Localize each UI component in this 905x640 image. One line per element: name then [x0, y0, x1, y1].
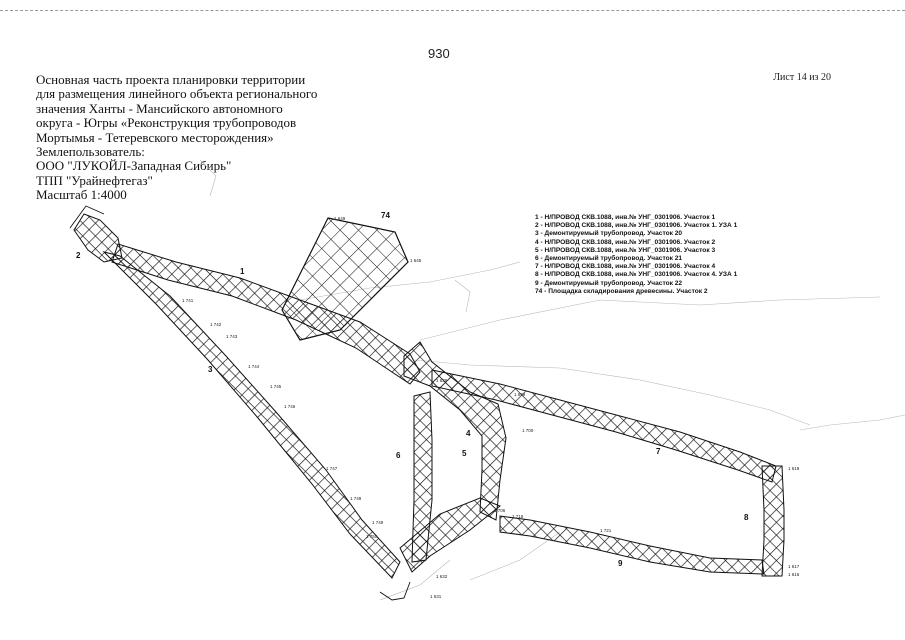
title-line: Мортымья - Тетеревского месторождения»: [36, 129, 274, 145]
point-label: 1 706: [494, 508, 506, 513]
zone-label-2: 2: [76, 251, 81, 260]
map-legend: 1 - Н/ПРОВОД СКВ.1088, инв.№ УНГ_0301906…: [535, 214, 737, 296]
legend-item: 4 - Н/ПРОВОД СКВ.1088, инв.№ УНГ_0301906…: [535, 238, 716, 246]
legend-item: 5 - Н/ПРОВОД СКВ.1088, инв.№ УНГ_0301906…: [535, 246, 716, 254]
zone-label-1: 1: [240, 267, 245, 276]
point-label: 1 639: [436, 378, 448, 383]
point-label: 1 616: [788, 572, 800, 577]
land-user-division: ТПП "Урайнефтегаз": [36, 172, 153, 188]
point-label: 1 649: [334, 216, 346, 221]
zone-labels: 1 2 3 4 5 6 7 8 9 74: [76, 211, 749, 568]
background-contours: [199, 159, 905, 601]
corridor-5-lower: [399, 497, 501, 573]
point-label: 1 744: [248, 364, 260, 369]
point-label: 1 741: [182, 298, 194, 303]
point-label: 1 742: [210, 322, 222, 327]
sheet-indicator: Лист 14 из 20: [773, 72, 831, 83]
corridor-3: [102, 251, 401, 579]
legend-item: 2 - Н/ПРОВОД СКВ.1088, инв.№ УНГ_0301906…: [535, 222, 738, 230]
title-line: округа - Югры «Реконструкция трубопровод…: [36, 115, 297, 131]
point-label: 1 748: [350, 496, 362, 501]
corridor-9: [499, 515, 765, 575]
boundary-outline: [69, 205, 411, 601]
top-border-line: [0, 10, 905, 12]
zone-label-9: 9: [618, 559, 623, 568]
point-label: 1 750: [366, 534, 378, 539]
legend-item: 3 - Демонтируемый трубопровод. Участок 2…: [535, 230, 683, 238]
point-label: 1 617: [788, 564, 800, 569]
title-line: для размещения линейного объекта региона…: [36, 86, 318, 102]
corridor-8: [761, 465, 785, 577]
point-label: 1 747: [326, 466, 338, 471]
zone-label-74: 74: [381, 211, 390, 220]
map-scale: Масштаб 1:4000: [36, 187, 127, 203]
legend-item: 74 - Площадка складирования древесины. У…: [535, 287, 708, 295]
land-user-label: Землепользователь:: [36, 144, 145, 160]
pipeline-corridors: [73, 213, 785, 579]
point-label: 1 645: [410, 258, 422, 263]
legend-item: 7 - Н/ПРОВОД СКВ.1088, инв.№ УНГ_0301906…: [535, 263, 716, 271]
legend-item: 8 - Н/ПРОВОД СКВ.1088, инв.№ УНГ_0301906…: [535, 271, 738, 279]
point-label: 1 632: [436, 574, 448, 579]
point-label: 1 743: [226, 334, 238, 339]
point-label: 1 699: [514, 392, 526, 397]
point-label: 1 721: [600, 528, 612, 533]
point-label: 1 746: [284, 404, 296, 409]
point-label: 1 700: [522, 428, 534, 433]
zone-label-7: 7: [656, 447, 661, 456]
corridor-2: [73, 213, 123, 263]
zone-label-8: 8: [744, 513, 749, 522]
title-line: Основная часть проекта планировки террит…: [36, 72, 306, 87]
title-line: значения Ханты - Мансийского автономного: [36, 100, 283, 116]
point-label: 1 749: [372, 520, 384, 525]
zone-label-5: 5: [462, 449, 467, 458]
point-labels: 1 649 1 645 1 741 1 742 1 743 1 744 1 74…: [182, 216, 800, 599]
legend-item: 9 - Демонтируемый трубопровод. Участок 2…: [535, 279, 683, 287]
point-label: 1 631: [430, 594, 442, 599]
point-label: 1 619: [788, 466, 800, 471]
zone-label-3: 3: [208, 365, 213, 374]
title-block: Основная часть проекта планировки террит…: [36, 72, 336, 203]
legend-item: 1 - Н/ПРОВОД СКВ.1088, инв.№ УНГ_0301906…: [535, 214, 716, 221]
point-label: 1 718: [512, 514, 524, 519]
legend-item: 6 - Демонтируемый трубопровод. Участок 2…: [535, 255, 683, 263]
point-label: 1 745: [270, 384, 282, 389]
page-number: 930: [428, 46, 450, 61]
corridor-4-5: [403, 341, 507, 521]
land-user-company: ООО "ЛУКОЙЛ-Западная Сибирь": [36, 158, 232, 174]
zone-label-4: 4: [466, 429, 471, 438]
zone-label-6: 6: [396, 451, 401, 460]
